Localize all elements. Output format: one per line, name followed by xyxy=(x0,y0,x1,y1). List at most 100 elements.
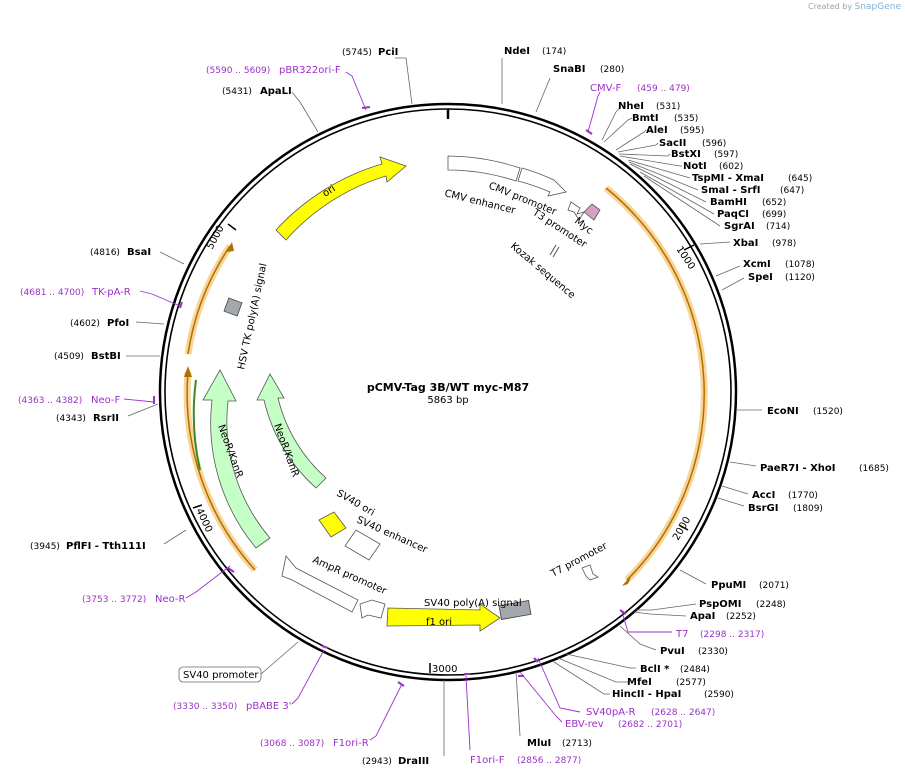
enzyme-coord: (2713) xyxy=(562,739,592,749)
enzyme-coord: (4509) xyxy=(54,352,84,362)
enzyme-name: PaeR7I - XhoI xyxy=(760,463,836,474)
leader-pcii xyxy=(395,57,413,105)
primer-line-f1ori-r xyxy=(369,683,403,741)
enzyme-coord: (4816) xyxy=(90,248,120,258)
myc-feature xyxy=(583,203,601,221)
enzyme-coord: (531) xyxy=(656,102,680,112)
leader-smai xyxy=(628,161,699,191)
tick-5000: 5000 xyxy=(205,224,227,252)
primer-coord: (3068 .. 3087) xyxy=(260,739,324,749)
kozak-mark-2 xyxy=(552,246,560,258)
enzyme-name: MluI xyxy=(527,738,551,749)
leader-bcli xyxy=(565,653,636,669)
leader-paer7i xyxy=(729,461,757,467)
primer-coord: (3753 .. 3772) xyxy=(82,595,146,605)
enzyme-coord: (2943) xyxy=(362,757,392,767)
enzyme-coord: (1078) xyxy=(785,260,815,270)
neo-inner-line xyxy=(192,379,201,471)
enzyme-name: PpuMI xyxy=(711,580,746,591)
enzyme-name: BclI * xyxy=(640,664,670,675)
primer-coord: (2298 .. 2317) xyxy=(700,630,764,640)
enzyme-name: PflFI - Tth111I xyxy=(66,541,146,552)
leader-acci xyxy=(721,485,749,495)
enzyme-coord: (978) xyxy=(772,239,796,249)
primer-coord: (3330 .. 3350) xyxy=(173,702,237,712)
enzyme-name: SgrAI xyxy=(724,221,755,232)
enzyme-name: SmaI - SrfI xyxy=(701,185,760,196)
primer-name: SV40pA-R xyxy=(586,707,635,718)
enzyme-coord: (1770) xyxy=(788,491,818,501)
enzyme-coord: (2252) xyxy=(726,612,756,622)
backbone-outer-ring xyxy=(158,102,738,682)
enzyme-coord: (4602) xyxy=(70,319,100,329)
leader-sgrai xyxy=(643,175,721,227)
enzyme-coord: (595) xyxy=(680,126,704,136)
t7-promoter-feature xyxy=(581,564,599,581)
leader-paqci xyxy=(639,171,715,215)
t3-promoter-feature xyxy=(567,201,585,221)
ampr-small-feature xyxy=(359,599,386,619)
primer-line-ebv-rev xyxy=(519,671,563,723)
hsv-tk-polya-feature xyxy=(223,297,243,317)
enzyme-name: PvuI xyxy=(660,646,685,657)
primer-coord: (4681 .. 4700) xyxy=(20,288,84,298)
leader-pflfi xyxy=(163,529,187,545)
enzyme-coord: (280) xyxy=(600,65,624,75)
tick-5000-mark xyxy=(227,223,237,231)
enzyme-name: NotI xyxy=(683,161,707,172)
enzyme-coord: (5745) xyxy=(342,48,372,58)
primer-name: Neo-R xyxy=(155,594,186,605)
enzyme-coord: (1120) xyxy=(785,273,815,283)
leader-bsrgi xyxy=(717,497,745,507)
leader-pvui xyxy=(619,625,657,651)
primer-line-pbr322ori-f xyxy=(345,71,367,111)
leader-bsai xyxy=(159,251,185,265)
enzyme-name: PspOMI xyxy=(699,599,741,610)
enzyme-name: ApaI xyxy=(690,611,715,622)
primer-line-neo-r xyxy=(185,565,231,599)
leader-bamhi xyxy=(629,163,707,203)
enzyme-coord: (714) xyxy=(766,222,790,232)
enzyme-name: BstBI xyxy=(91,351,121,362)
primer-coord: (4363 .. 4382) xyxy=(18,396,82,406)
enzyme-name: RsrII xyxy=(93,413,119,424)
primer-line-tk-pa-r xyxy=(139,290,181,307)
primer-lines xyxy=(123,71,672,751)
snapgene-brand: SnapGene xyxy=(854,2,901,12)
sv40-polya-label: SV40 poly(A) signal xyxy=(424,598,522,609)
neor-outer-feature xyxy=(202,369,271,549)
enzyme-coord: (3945) xyxy=(30,542,60,552)
leader-bstxi xyxy=(618,153,671,157)
plasmid-name: pCMV-Tag 3B/WT myc-M87 xyxy=(367,381,529,394)
enzyme-name: XcmI xyxy=(743,259,771,270)
leader-mfei xyxy=(557,657,630,683)
orf-line-left-lower xyxy=(186,371,256,571)
enzyme-name: NdeI xyxy=(504,46,530,57)
tick-1000-mark xyxy=(683,244,695,251)
primer-name: F1ori-F xyxy=(470,755,505,766)
primer-name: T7 xyxy=(675,629,688,640)
cmv-enhancer-feature xyxy=(447,155,521,182)
enzyme-coord: (602) xyxy=(719,162,743,172)
leader-xbai xyxy=(699,241,731,245)
primer-line-pbabe3 xyxy=(291,649,325,705)
sv40-promoter-box xyxy=(178,666,262,683)
leader-alei xyxy=(615,129,647,151)
leader-nhei xyxy=(601,107,621,141)
primer-name: CMV-F xyxy=(590,83,621,94)
leader-spei xyxy=(721,277,745,291)
leader-snabi xyxy=(535,77,551,113)
primer-name: F1ori-R xyxy=(333,738,369,749)
enzyme-coord: (535) xyxy=(674,114,698,124)
enzyme-name: SacII xyxy=(659,138,686,149)
primer-coord: (2856 .. 2877) xyxy=(517,756,581,766)
orf-band-left-upper xyxy=(184,244,233,355)
enzyme-labels: (5745) PciI NdeI (174) SnaBI (280) (5431… xyxy=(30,46,889,767)
leader-pfoi xyxy=(135,321,165,325)
sv40-promoter-leader xyxy=(260,641,299,675)
enzyme-name: AleI xyxy=(646,125,668,136)
leader-rsrii xyxy=(127,403,159,417)
leader-ppumi xyxy=(679,569,707,585)
leader-sacii xyxy=(617,142,659,153)
enzyme-coord: (2071) xyxy=(759,581,789,591)
